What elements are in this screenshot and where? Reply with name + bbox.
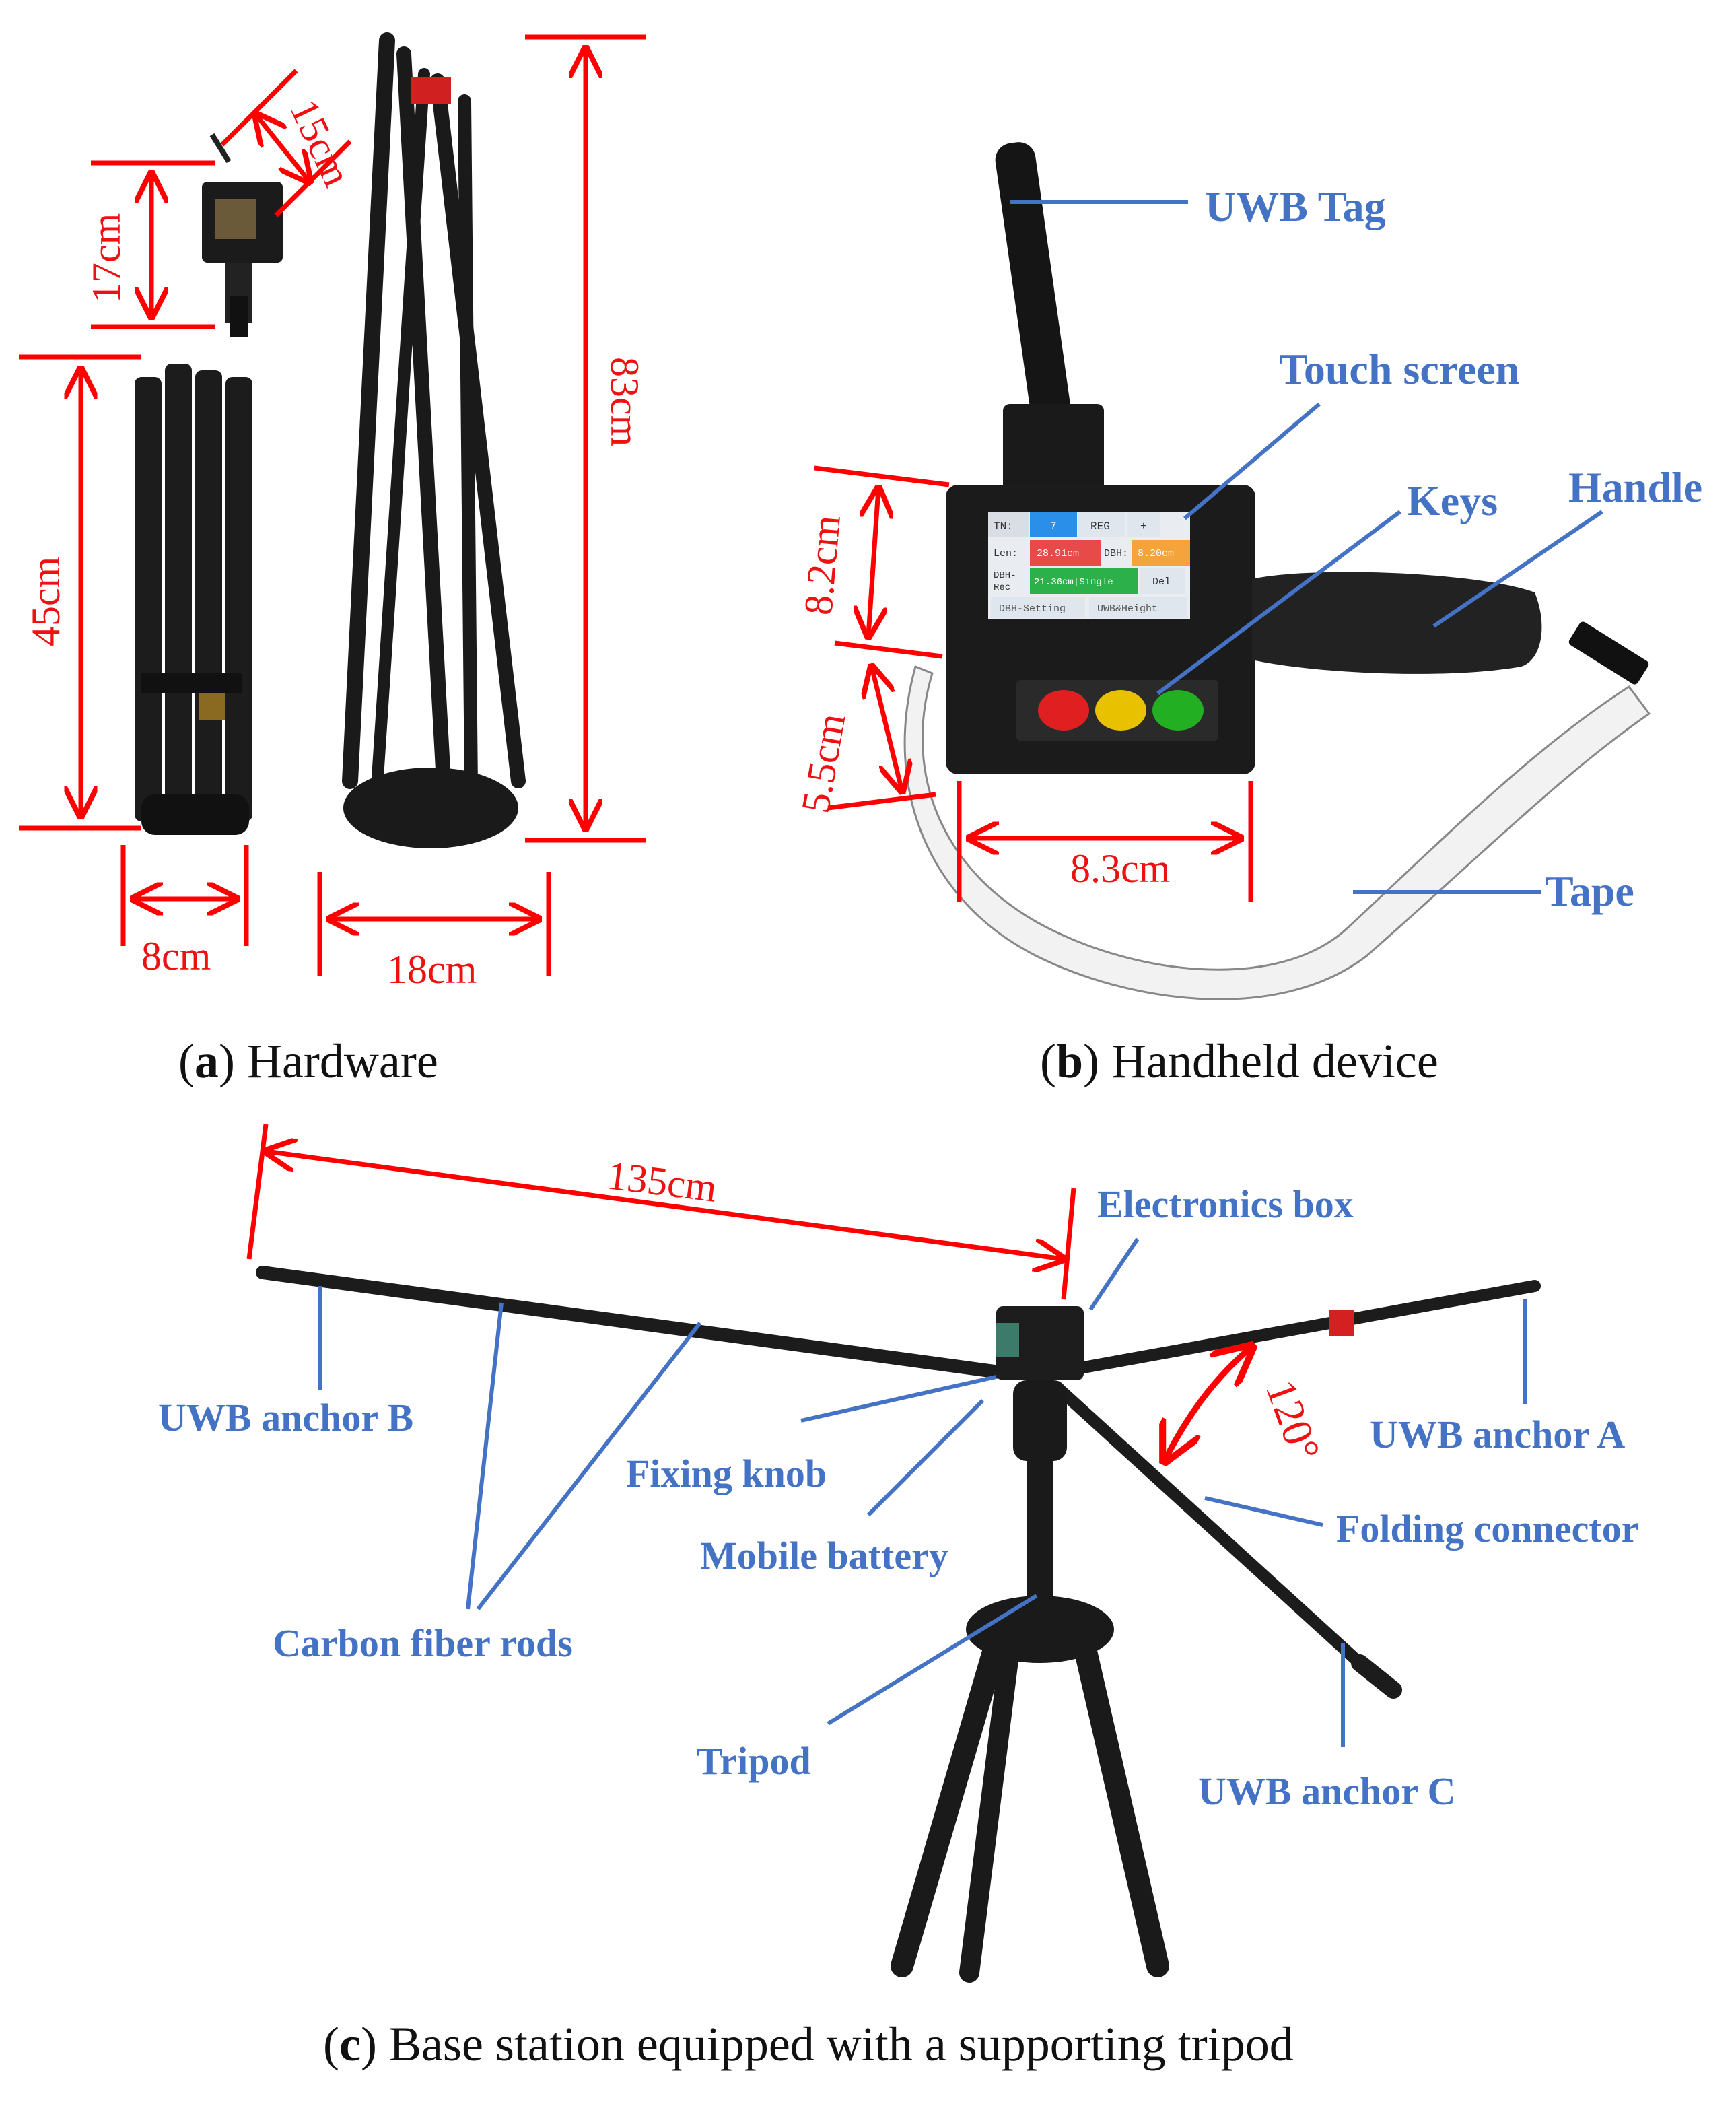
screen-del-button[interactable]: Del [1152,576,1171,588]
measuring-tape [903,665,1651,1000]
antenna [995,142,1072,430]
caption-b-letter: b [1056,1034,1083,1088]
panel-c-base-station: 135cm 120° Electronics box UWB anchor B … [158,1124,1638,2071]
panel-b-leaders [1010,200,1603,894]
label-handle: Handle [1568,463,1702,511]
screen-dbh-rec-label-2: Rec [994,582,1010,593]
screen-tn-value: 7 [1050,520,1057,533]
caption-c: (c) Base station equipped with a support… [323,2017,1294,2071]
label-uwb-anchor-a: UWB anchor A [1370,1413,1625,1456]
red-key[interactable] [1038,690,1089,731]
label-uwb-tag: UWB Tag [1205,182,1386,230]
folding-connector-red [1329,1310,1354,1336]
tall-tripod [342,32,526,848]
label-uwb-anchor-c: UWB anchor C [1198,1769,1455,1813]
caption-a-letter: a [195,1034,219,1088]
screen-dbh-rec-label-1: DBH- [994,570,1016,581]
dim-135cm: 135cm [604,1153,719,1210]
panel-c-dimensions [246,1124,1252,1461]
caption-c-text: Base station equipped with a supporting … [377,2017,1294,2071]
label-electronics-box: Electronics box [1097,1182,1354,1226]
dim-8cm: 8cm [141,934,211,978]
label-tripod: Tripod [697,1739,811,1783]
caption-a-text: Hardware [235,1034,438,1088]
caption-b: (b) Handheld device [1040,1034,1438,1088]
tripod [891,1380,1169,1983]
caption-a: (a) Hardware [178,1034,438,1088]
dim-18cm: 18cm [387,947,477,992]
label-mobile-battery: Mobile battery [700,1534,948,1577]
dim-5-5cm: 5.5cm [793,710,854,817]
label-tape: Tape [1545,867,1634,915]
screen-dbh-setting-button[interactable]: DBH-Setting [999,603,1066,615]
screen-len-value: 28.91cm [1037,548,1079,559]
dim-8-3cm: 8.3cm [1070,846,1170,891]
device-handle [1252,572,1542,674]
screen-reg-button[interactable]: REG [1090,520,1110,533]
caption-b-text: Handheld device [1099,1034,1438,1088]
screen-dbh-value: 8.20cm [1138,548,1174,559]
green-key[interactable] [1152,690,1204,731]
label-carbon-fiber-rods: Carbon fiber rods [273,1621,573,1665]
panel-b-dimensions [814,465,1253,902]
yellow-key[interactable] [1095,690,1146,731]
label-fixing-knob: Fixing knob [626,1452,827,1495]
screen-uwb-height-button[interactable]: UWB&Height [1097,603,1158,615]
dim-45cm: 45cm [24,557,68,646]
panel-a-dimensions [19,34,646,976]
screen-tn-label: TN: [994,520,1013,533]
dim-8-2cm: 8.2cm [796,514,849,617]
panel-a-hardware: 15cm 17cm 45cm 83cm 8cm 18cm (a) Hardwar… [19,32,647,1088]
panel-b-handheld: TN: 7 REG + Len: 28.91cm DBH: 8.20cm DBH… [793,142,1702,1088]
screen-plus-button[interactable]: + [1140,520,1147,533]
dim-83cm: 83cm [602,357,647,446]
label-keys: Keys [1407,477,1498,524]
caption-c-letter: c [339,2017,361,2071]
dim-120deg: 120° [1257,1374,1329,1468]
screen-dbh-rec-value: 21.36cm|Single [1034,577,1113,588]
label-touch-screen: Touch screen [1279,345,1519,393]
screen-len-label: Len: [994,548,1018,559]
carbon-fiber-rods [256,1266,1541,1699]
label-uwb-anchor-b: UWB anchor B [158,1396,413,1439]
panel-c-leaders [318,1237,1527,1747]
small-electronics-box [202,133,283,337]
label-folding-connector: Folding connector [1336,1507,1638,1551]
screen-dbh-label: DBH: [1104,548,1128,559]
keys [1016,680,1218,741]
touch-screen[interactable]: TN: 7 REG + Len: 28.91cm DBH: 8.20cm DBH… [988,512,1190,619]
folded-tripod [135,364,252,835]
dim-17cm: 17cm [84,213,129,303]
